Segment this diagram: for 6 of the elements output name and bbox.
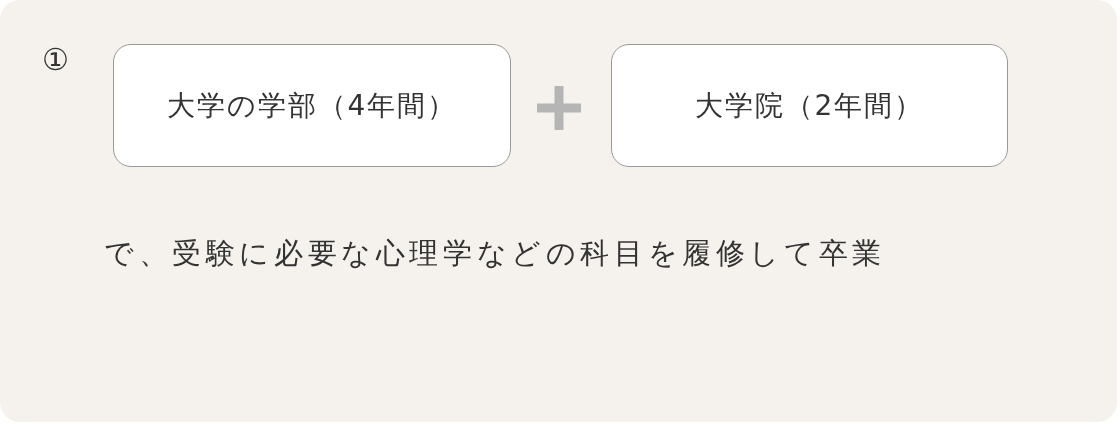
- description-text: で、受験に必要な心理学などの科目を履修して卒業: [104, 236, 886, 271]
- rounded-box: [113, 44, 511, 167]
- box-label: 大学の学部（4年間）: [166, 88, 458, 123]
- box-label: 大学院（2年間）: [694, 88, 925, 123]
- step-number: ①: [42, 42, 69, 78]
- rounded-box: [611, 44, 1008, 167]
